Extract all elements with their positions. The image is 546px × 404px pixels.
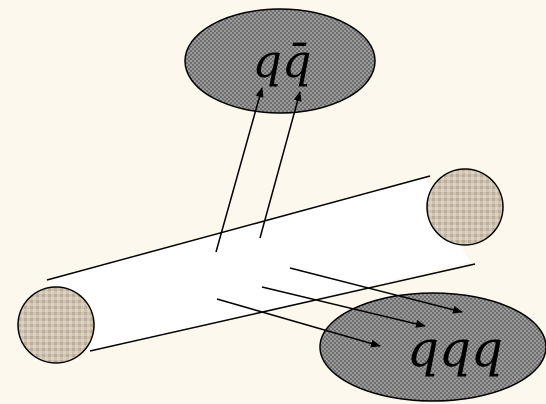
tube-bottom-edge [89,263,476,352]
flux-tube [46,175,476,352]
left-end-cap [17,286,95,364]
arrow-to-baryon-1 [289,267,463,314]
arrow-to-baryon-2 [261,286,426,328]
arrow-to-meson-left [215,87,264,253]
arrow-to-baryon-3 [216,298,381,348]
meson-label: qq̄ [253,34,312,88]
tube-top-edge [46,175,431,281]
baryon-label: qqq [407,320,503,378]
arrow-to-meson-right [259,91,302,239]
right-end-cap [426,168,504,246]
meson-blob [184,8,376,114]
baryon-blob [319,292,546,402]
